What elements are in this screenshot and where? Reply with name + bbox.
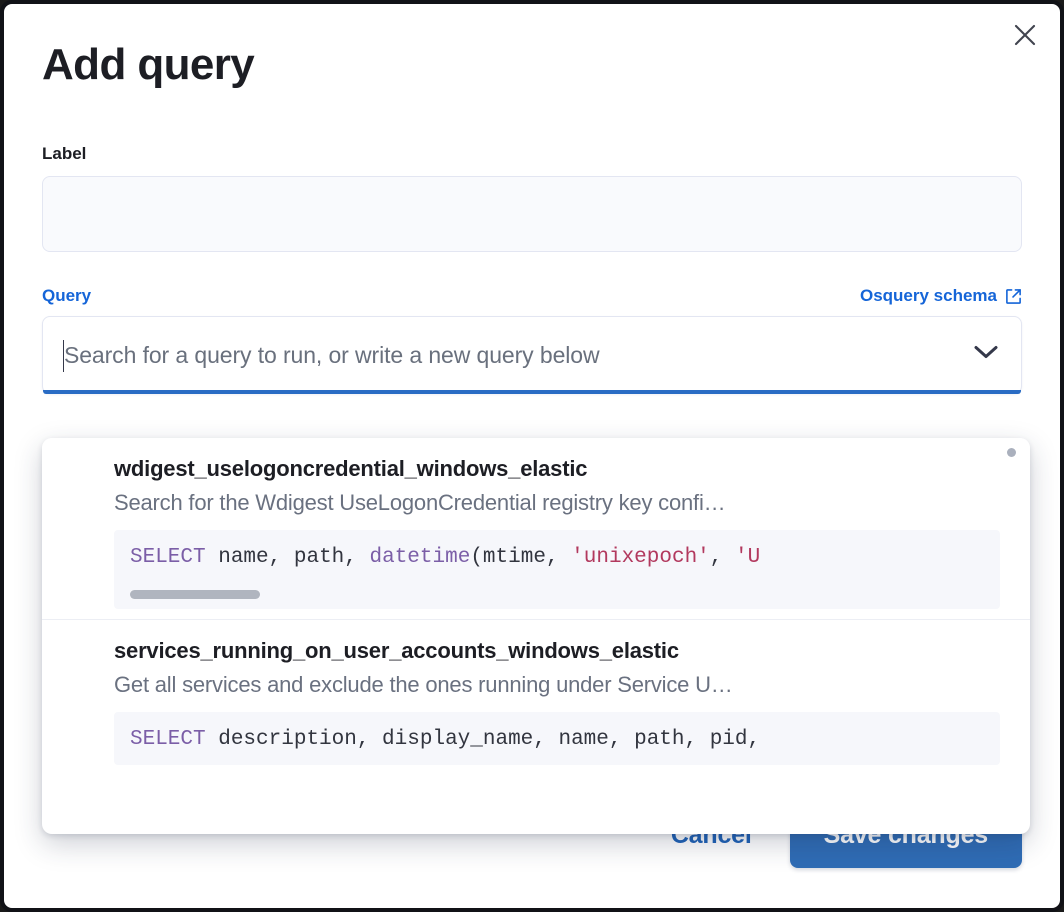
external-link-icon [1005, 288, 1022, 305]
sql-token: description, display_name, name, path, p… [205, 728, 761, 752]
chevron-down-icon[interactable] [973, 345, 999, 366]
sql-horizontal-scrollbar[interactable] [130, 590, 260, 600]
modal-body: Add query Label Query Osquery schema Sea… [4, 4, 1060, 908]
query-header-row: Query Osquery schema [42, 286, 1022, 306]
list-item-description: Get all services and exclude the ones ru… [114, 672, 733, 698]
text-cursor [63, 340, 64, 373]
label-input[interactable] [42, 176, 1022, 253]
query-search-combobox[interactable]: Search for a query to run, or write a ne… [42, 316, 1022, 395]
sql-token: 'U [735, 546, 761, 569]
sql-token: , [268, 546, 294, 569]
sql-token: datetime [369, 546, 471, 569]
query-field-label: Query [42, 286, 92, 306]
dropdown-scroll-indicator[interactable] [1007, 448, 1016, 457]
sql-token: , [709, 546, 735, 569]
list-item-title: wdigest_uselogoncredential_windows_elast… [114, 456, 588, 481]
sql-code-line: SELECT description, display_name, name, … [130, 726, 984, 754]
query-suggestions-dropdown: wdigest_uselogoncredential_windows_elast… [42, 438, 1030, 834]
sql-token: name [205, 546, 269, 569]
sql-token: SELECT [130, 546, 206, 569]
osquery-schema-link-label: Osquery schema [859, 286, 997, 306]
list-item-description: Search for the Wdigest UseLogonCredentia… [114, 490, 726, 515]
sql-code-line: SELECT name, path, datetime(mtime, 'unix… [130, 544, 984, 572]
list-item-sql-preview[interactable]: SELECT description, display_name, name, … [114, 712, 1000, 765]
list-item[interactable]: services_running_on_user_accounts_window… [42, 619, 1030, 775]
close-icon[interactable] [1006, 16, 1044, 54]
sql-token: 'unixepoch' [571, 546, 710, 569]
list-item-sql-preview[interactable]: SELECT name, path, datetime(mtime, 'unix… [114, 530, 1000, 610]
sql-token: (mtime, [470, 546, 572, 569]
query-search-placeholder: Search for a query to run, or write a ne… [64, 341, 600, 368]
sql-token: path [293, 546, 345, 569]
sql-token: , [344, 546, 370, 569]
list-item-title: services_running_on_user_accounts_window… [114, 638, 679, 664]
list-item[interactable]: wdigest_uselogoncredential_windows_elast… [42, 438, 1030, 620]
label-field-label: Label [42, 144, 87, 164]
dropdown-items: wdigest_uselogoncredential_windows_elast… [42, 438, 1030, 775]
osquery-schema-link[interactable]: Osquery schema [860, 286, 1022, 306]
page-title: Add query [42, 40, 255, 89]
sql-token: SELECT [130, 728, 206, 752]
